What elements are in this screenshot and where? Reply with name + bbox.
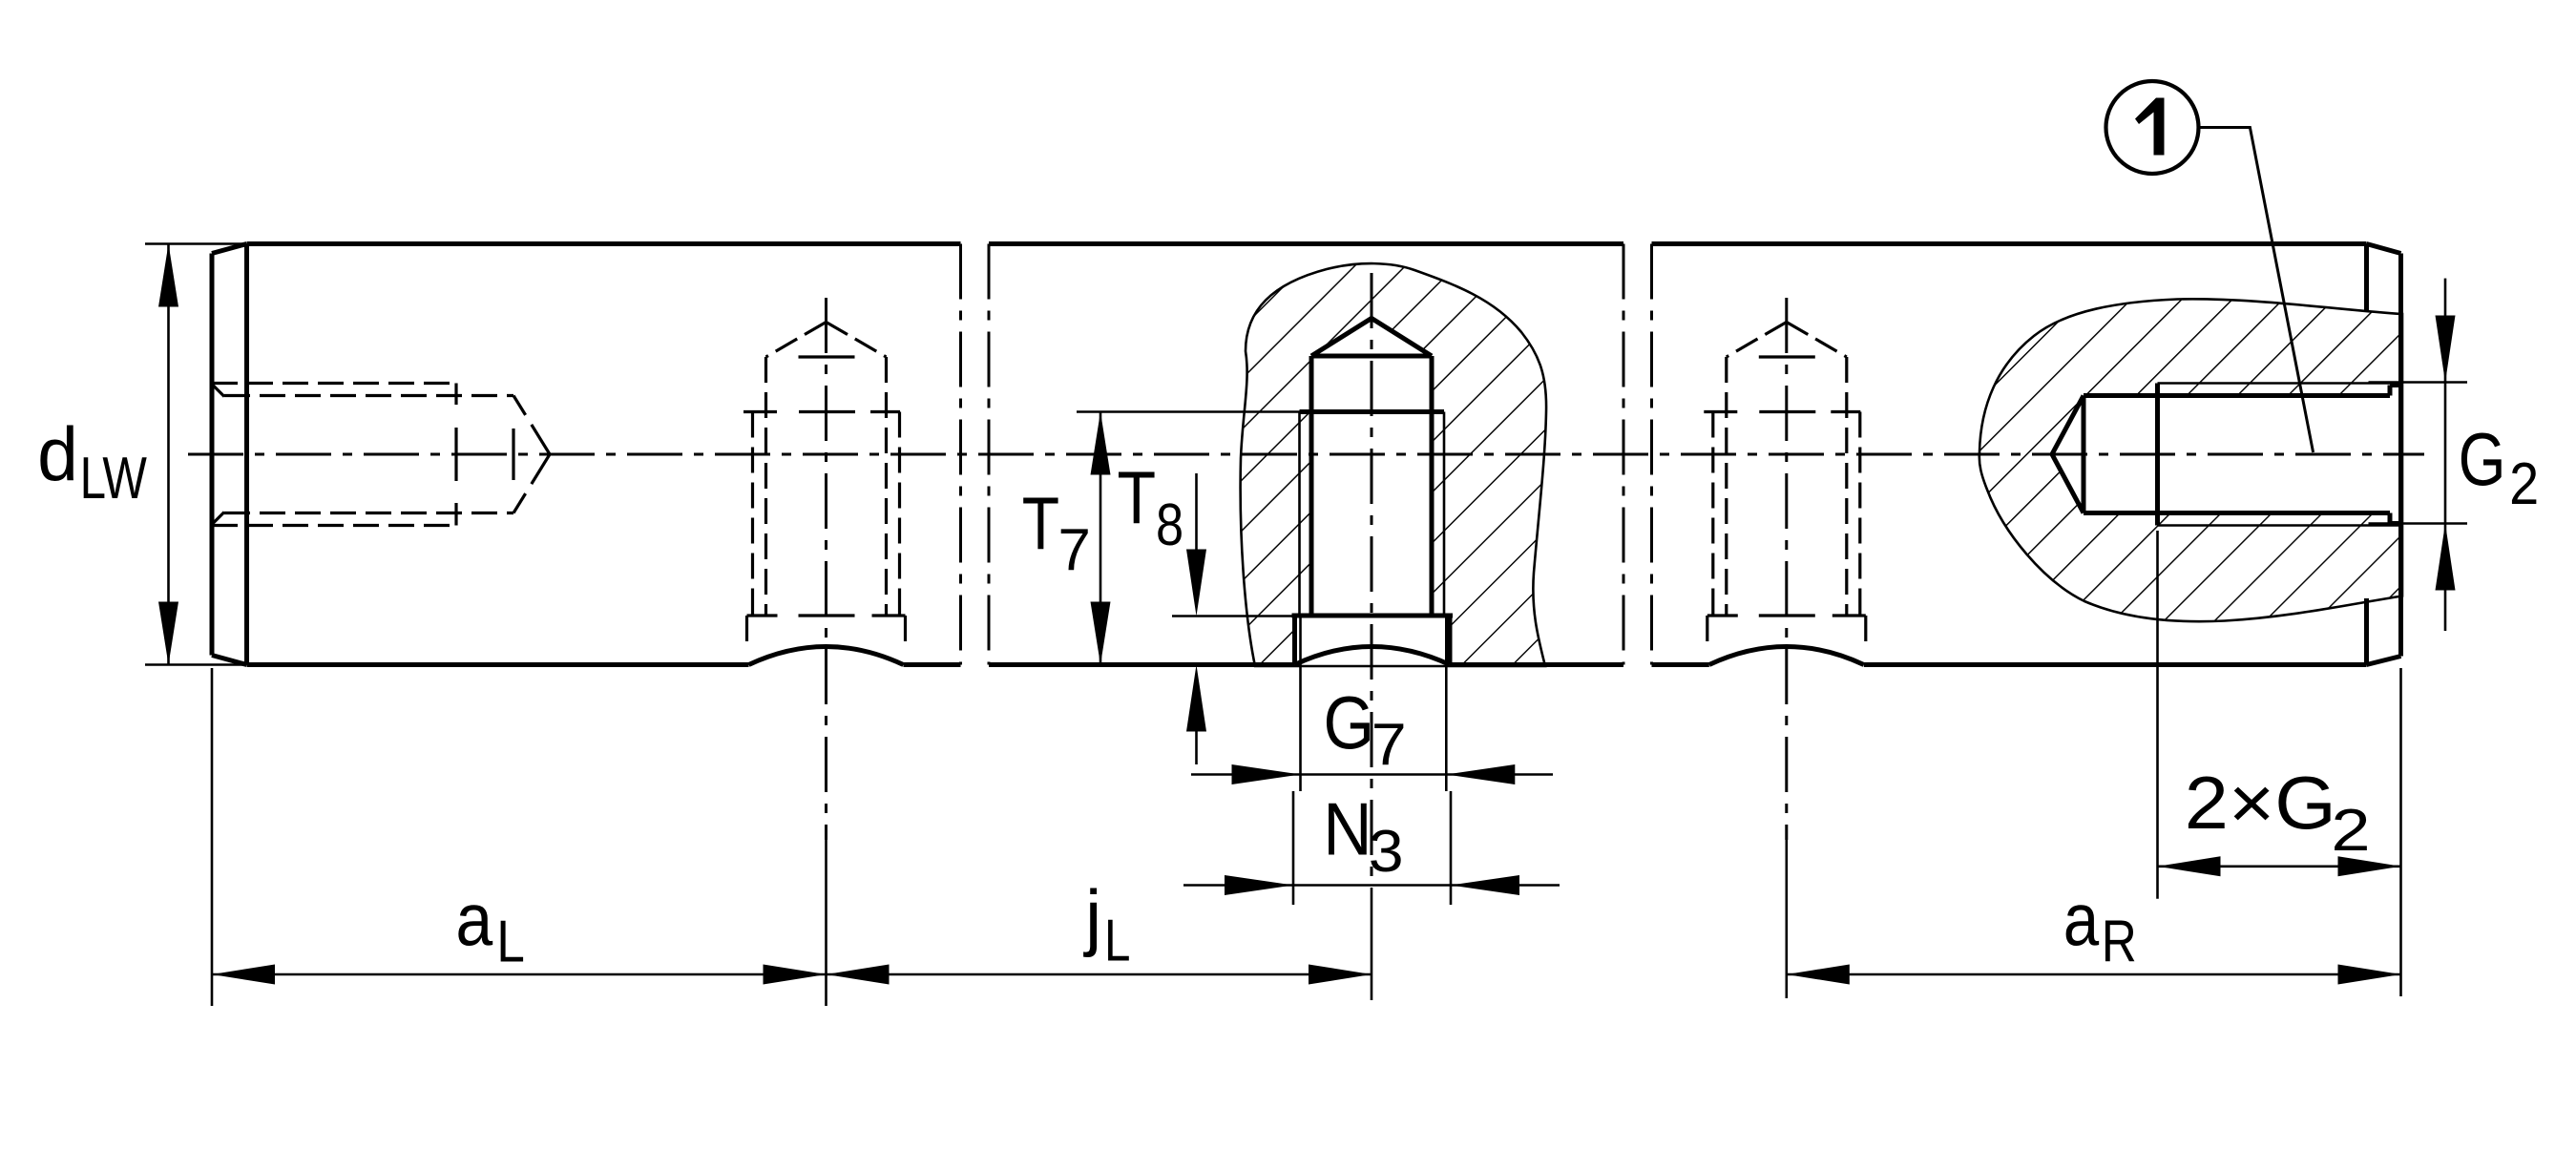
svg-text:R: R <box>2102 909 2137 975</box>
svg-text:j: j <box>1083 874 1101 958</box>
svg-text:G: G <box>2459 418 2506 501</box>
svg-text:2×G: 2×G <box>2185 762 2336 845</box>
svg-text:3: 3 <box>1369 818 1404 885</box>
svg-text:d: d <box>37 411 78 497</box>
svg-text:a: a <box>2063 878 2100 961</box>
svg-text:LW: LW <box>80 445 147 512</box>
svg-text:N: N <box>1323 786 1372 870</box>
svg-text:G: G <box>1324 680 1375 764</box>
svg-text:7: 7 <box>1372 711 1407 777</box>
svg-text:2: 2 <box>2331 798 2370 864</box>
svg-text:L: L <box>1104 907 1130 973</box>
svg-text:8: 8 <box>1156 492 1183 558</box>
svg-text:T: T <box>1022 483 1059 566</box>
svg-text:T: T <box>1118 457 1157 540</box>
svg-text:a: a <box>455 877 493 960</box>
svg-text:7: 7 <box>1058 517 1091 583</box>
svg-text:L: L <box>496 910 525 975</box>
svg-text:2: 2 <box>2509 451 2539 516</box>
